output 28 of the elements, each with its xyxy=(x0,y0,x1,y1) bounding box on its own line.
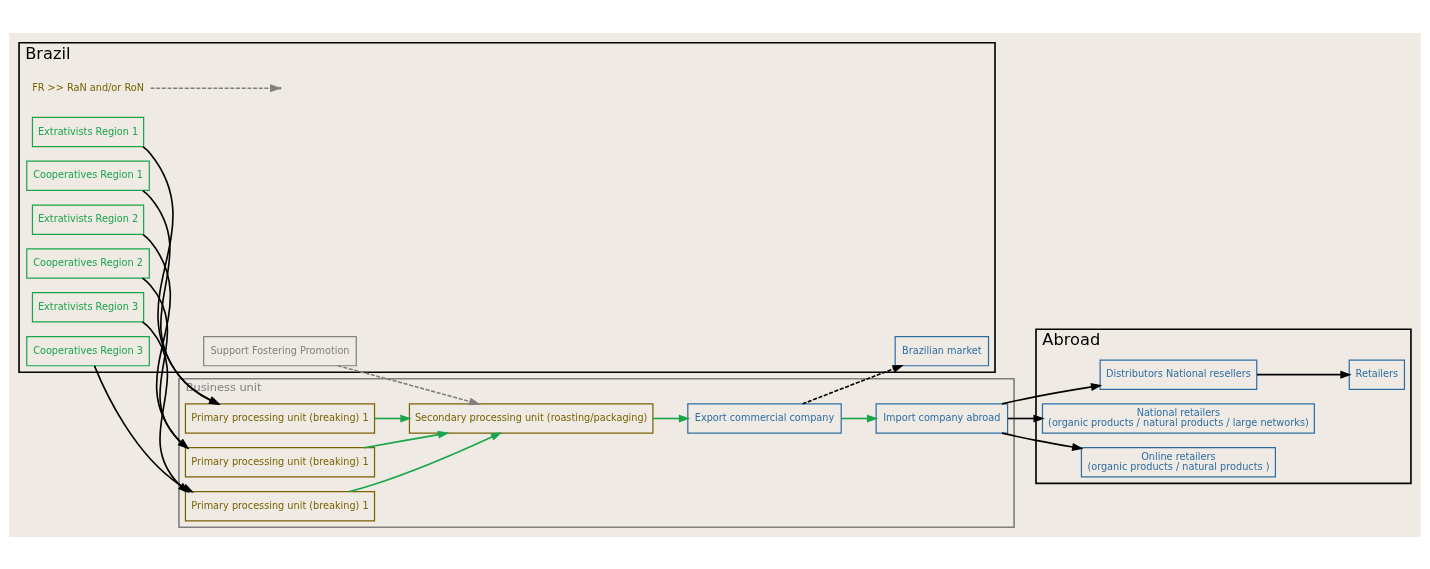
arrow xyxy=(363,430,450,448)
arrow xyxy=(652,414,691,422)
node-box: Export commercial company xyxy=(687,402,842,434)
node-box: Import company abroad xyxy=(875,402,1009,434)
node-box: Extrativists Region 2 xyxy=(31,203,145,235)
arrow xyxy=(337,364,481,405)
node-box: Extrativists Region 3 xyxy=(31,291,145,323)
node-box: Support Fostering Promotion xyxy=(203,335,357,366)
node-box: Online retailers (organic products / natural products ) xyxy=(1080,446,1276,478)
node-text: FR >> RaN and/or RoN xyxy=(32,81,144,93)
node-box: Cooperatives Region 3 xyxy=(26,335,150,366)
node-box: Extrativists Region 1 xyxy=(31,116,145,147)
node-box: Primary processing unit (breaking) 1 xyxy=(184,402,376,434)
node-box: Cooperatives Region 2 xyxy=(26,247,150,279)
node-box: Primary processing unit (breaking) 1 xyxy=(184,490,376,521)
node-box: Distributors National resellers xyxy=(1099,358,1258,390)
node-box: National retailers (organic products / natural products / large networks) xyxy=(1041,402,1315,434)
node-box: Primary processing unit (breaking) 1 xyxy=(184,446,376,478)
arrow xyxy=(840,414,879,422)
node-box: Brazilian market xyxy=(894,335,990,366)
arrow xyxy=(1001,431,1084,451)
node-box: Secondary processing unit (roasting/packaging) xyxy=(408,402,654,434)
node-box: Cooperatives Region 1 xyxy=(26,160,150,191)
arrow xyxy=(374,414,412,422)
arrow xyxy=(1256,370,1352,379)
node-box: Retailers xyxy=(1348,358,1406,390)
arrow xyxy=(1001,382,1103,405)
arrow xyxy=(1007,414,1045,422)
